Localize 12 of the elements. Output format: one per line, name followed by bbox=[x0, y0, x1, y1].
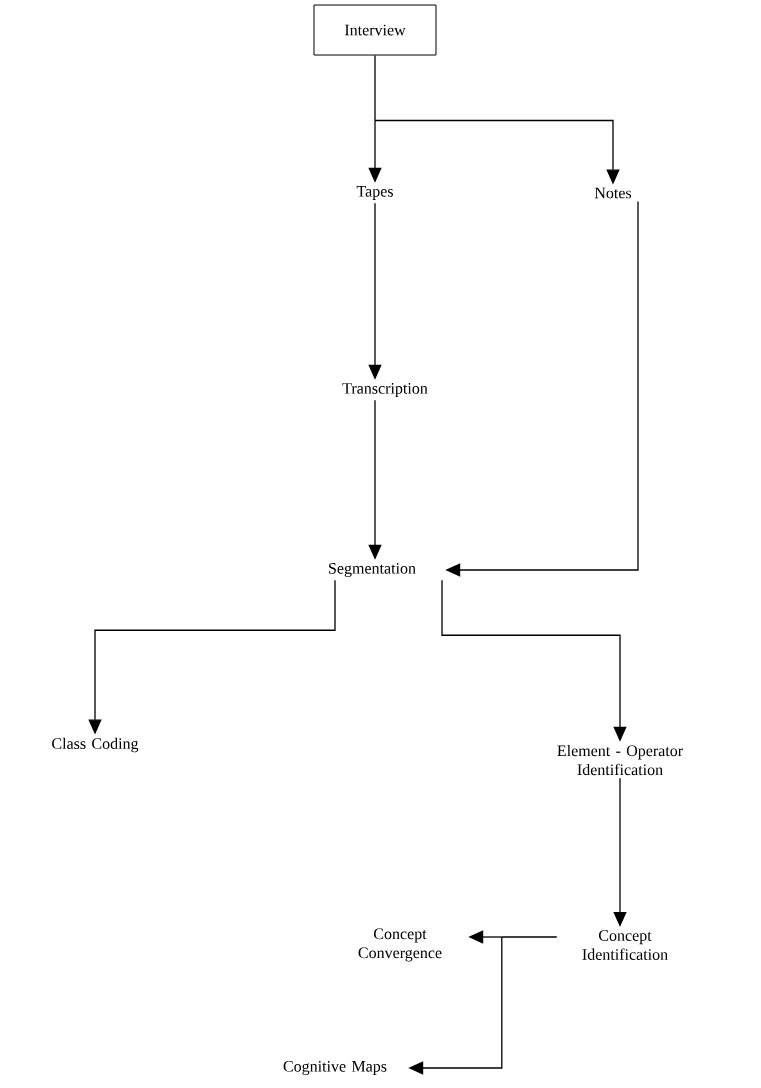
label-text: Tapes bbox=[356, 186, 393, 200]
label-text: Concept Identification bbox=[582, 930, 668, 960]
label-text: Class Coding bbox=[52, 737, 139, 753]
label-text: Concept Convergence bbox=[358, 928, 442, 962]
label-text: Element - Operator Identification bbox=[557, 744, 683, 776]
label-text: Cognitive Maps bbox=[283, 1061, 387, 1075]
process-box: Interview bbox=[313, 4, 437, 56]
label-text: Notes bbox=[594, 187, 632, 199]
label-text: Transcription bbox=[342, 383, 428, 397]
connector-line bbox=[501, 936, 558, 938]
connector-line bbox=[374, 54, 376, 122]
label-text: Segmentation bbox=[329, 563, 416, 578]
